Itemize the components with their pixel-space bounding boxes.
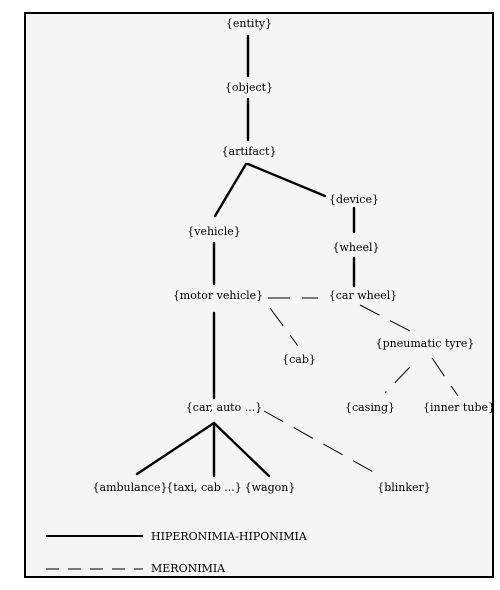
node-vehicle: {vehicle}	[187, 225, 241, 238]
legend-meronymy-label: MERONIMIA	[151, 562, 226, 575]
node-device: {device}	[329, 193, 379, 206]
link-motorvehicle-cab	[269, 307, 299, 347]
node-inner-tube: {inner tube}	[423, 401, 495, 414]
node-car-auto: {car, auto ...}	[186, 401, 262, 414]
node-casing: {casing}	[345, 401, 395, 414]
node-wheel: {wheel}	[332, 241, 379, 254]
node-blinker: {blinker}	[377, 481, 431, 494]
meronymy-links	[263, 297, 459, 475]
node-ambulance: {ambulance}	[93, 481, 168, 494]
link-tyre-casing	[384, 366, 411, 394]
diagram-frame	[24, 12, 494, 578]
link-car-ambulance	[135, 421, 216, 476]
node-artifact: {artifact}	[222, 145, 277, 158]
link-car-wagon	[212, 421, 271, 478]
link-tyre-innertube	[431, 357, 459, 397]
legend: HIPERONIMIA-HIPONIMIA MERONIMIA	[46, 530, 308, 575]
node-object: {object}	[225, 81, 273, 94]
link-carwheel-pneumatictyre	[359, 304, 413, 333]
hyperonymy-links	[135, 34, 356, 478]
node-cab: {cab}	[282, 353, 316, 366]
nodes: {entity} {object} {artifact} {device} {v…	[93, 17, 495, 494]
legend-hyperonymy-label: HIPERONIMIA-HIPONIMIA	[151, 530, 308, 543]
link-car-blinker	[263, 410, 378, 475]
link-artifact-vehicle	[213, 162, 248, 218]
link-artifact-device	[246, 162, 327, 198]
node-pneumatic-tyre: {pneumatic tyre}	[376, 337, 475, 350]
node-taxi-cab: {taxi, cab ...}	[166, 481, 241, 494]
node-car-wheel: {car wheel}	[329, 289, 398, 302]
node-motor-vehicle: {motor vehicle}	[173, 289, 263, 302]
node-entity: {entity}	[226, 17, 272, 30]
node-wagon: {wagon}	[245, 481, 296, 494]
